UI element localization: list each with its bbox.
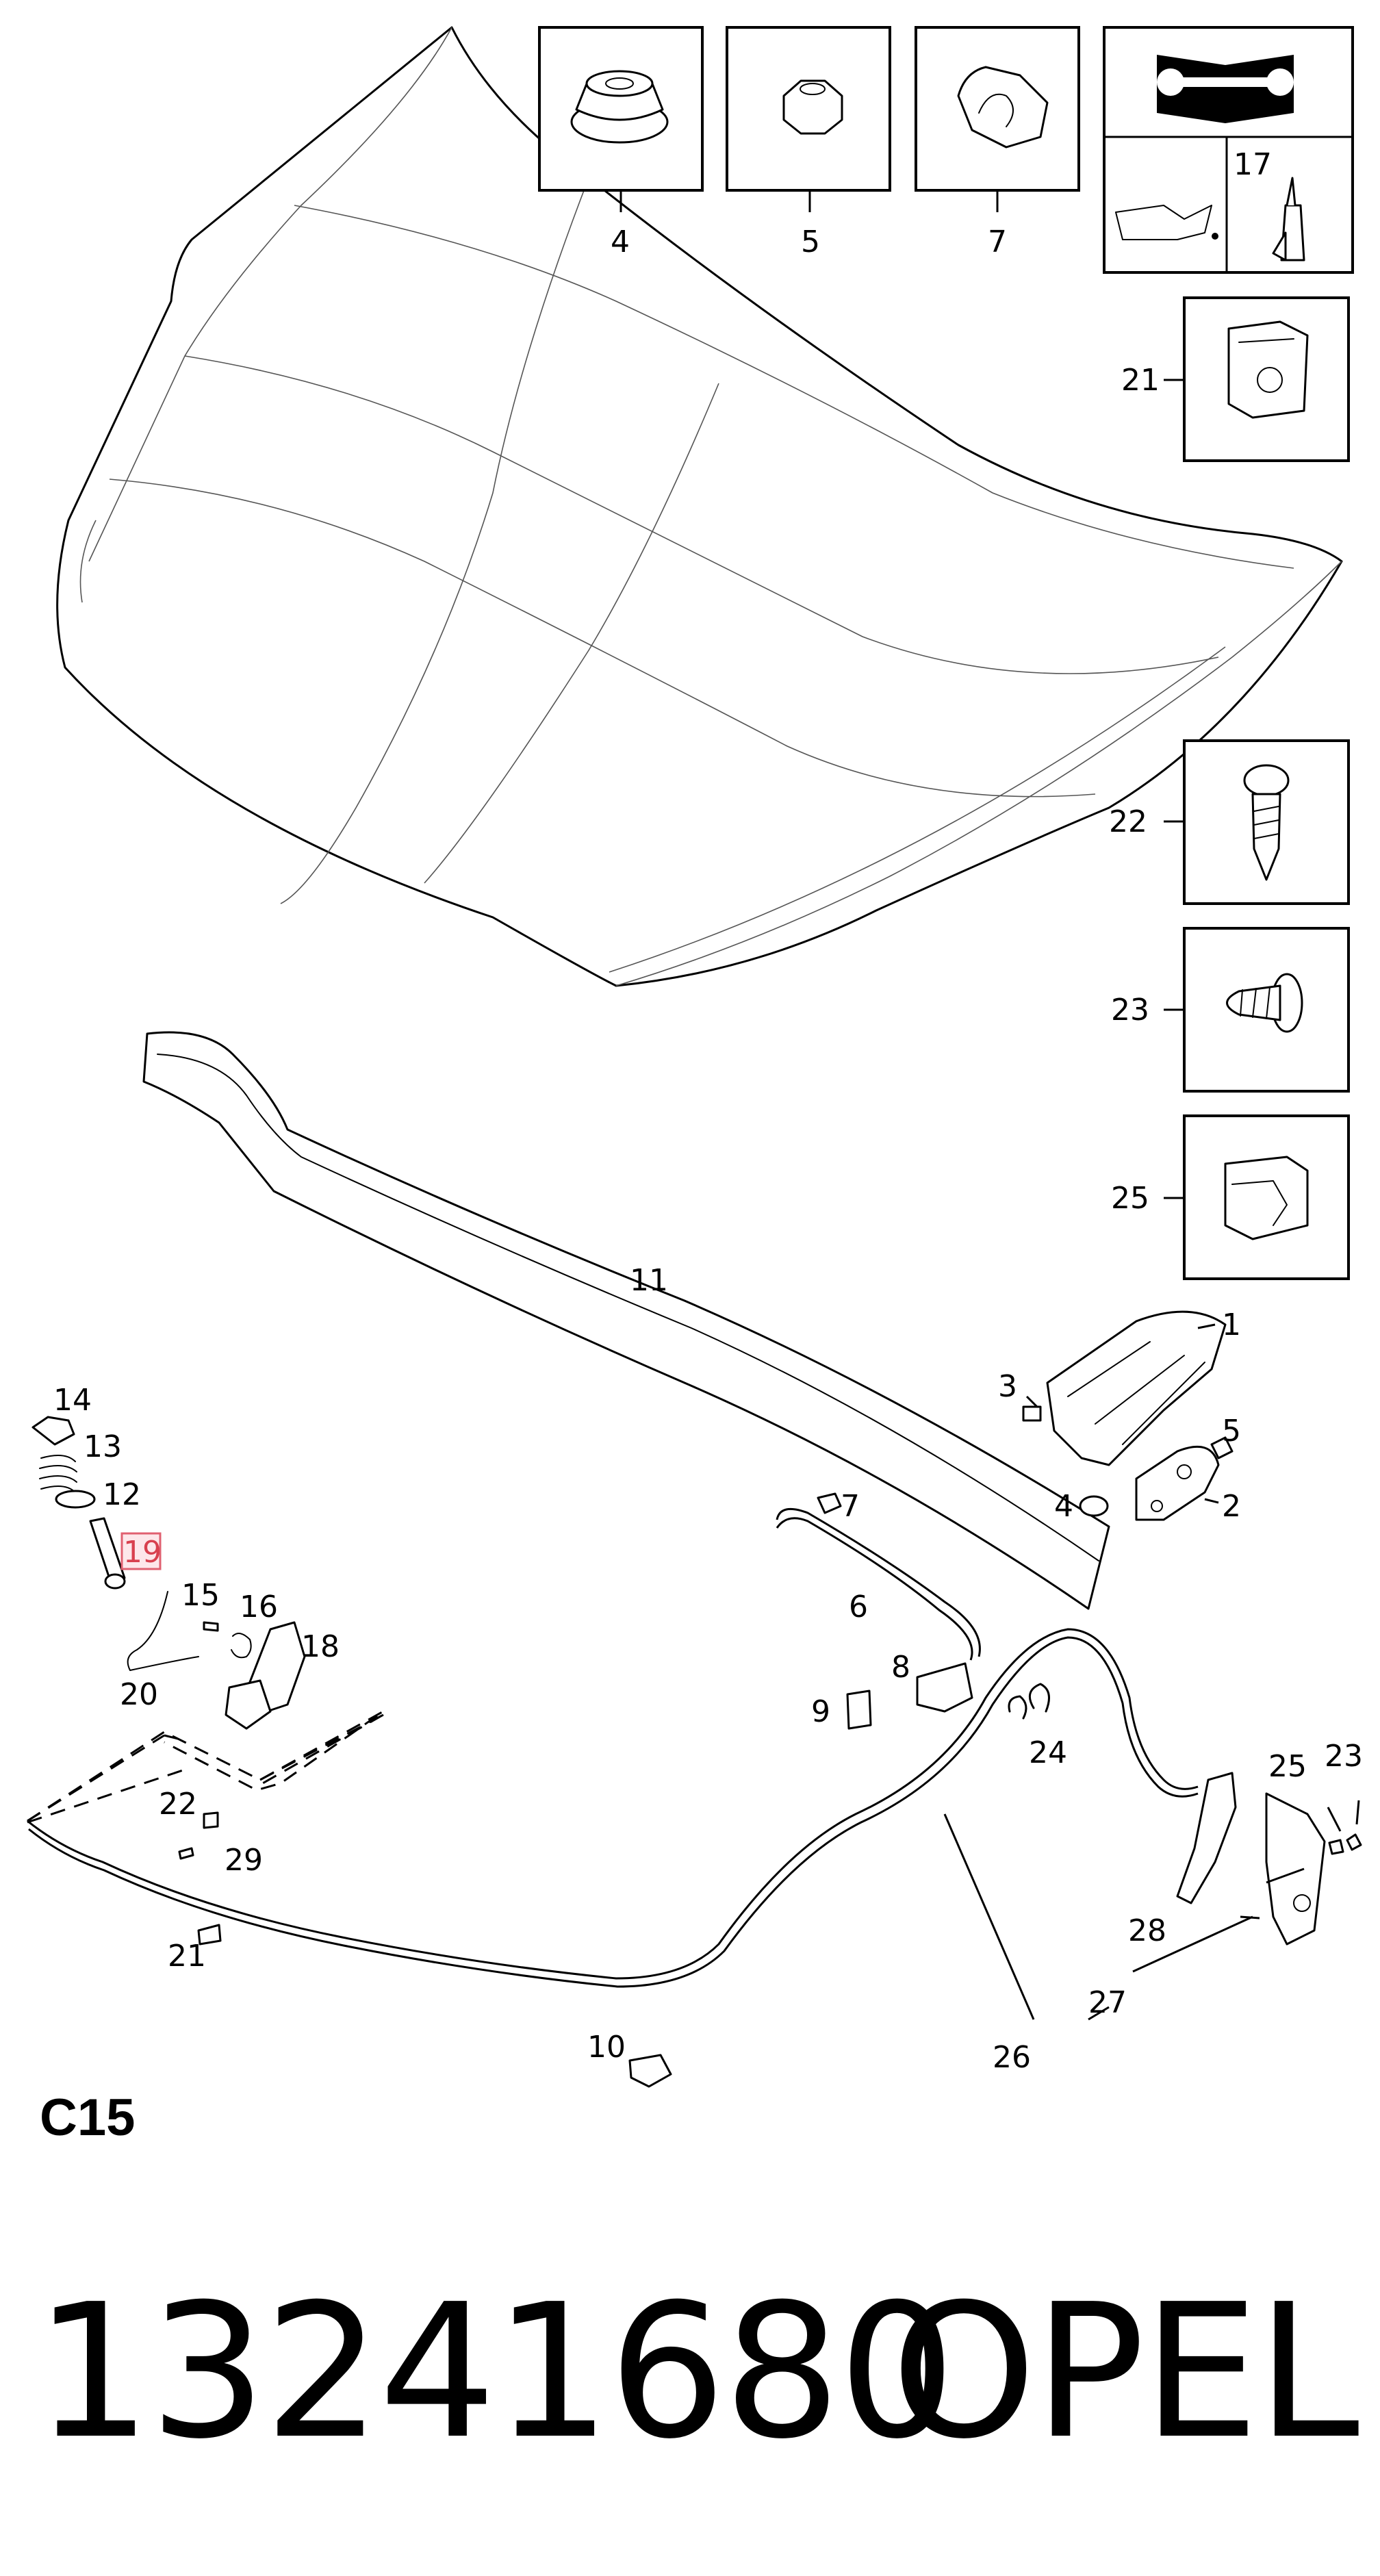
oil-can-icon: [1115, 205, 1218, 240]
callout-19: 19: [123, 1535, 162, 1570]
callout-5: 5: [801, 225, 820, 259]
part-number: 13241680: [34, 2264, 956, 2479]
callout-12: 12: [103, 1477, 141, 1512]
callout-9: 9: [811, 1694, 830, 1729]
callout-4b: 4: [1054, 1489, 1073, 1524]
callout-25: 25: [1268, 1749, 1307, 1784]
callout-13: 13: [84, 1429, 122, 1464]
callout-24: 24: [1029, 1735, 1067, 1770]
callout-6: 6: [849, 1590, 868, 1624]
callout-1: 1: [1222, 1308, 1241, 1342]
inset-box-22: [1164, 739, 1350, 905]
inset-box-21: [1164, 296, 1350, 462]
release-latch: [127, 1591, 306, 1730]
callout-22-box: 22: [1109, 804, 1147, 839]
callout-14: 14: [53, 1383, 92, 1418]
callout-18: 18: [301, 1629, 340, 1664]
hood-lock: [943, 1772, 1362, 2021]
small-fasteners: [203, 1689, 1027, 2088]
callout-10: 10: [587, 2030, 626, 2065]
callout-29: 29: [225, 1843, 263, 1878]
spring-stack: [31, 1416, 126, 1590]
callout-27: 27: [1088, 1985, 1127, 2020]
inset-box-17: [1103, 26, 1354, 274]
callout-5b: 5: [1222, 1414, 1241, 1449]
callout-4: 4: [611, 225, 630, 259]
callout-17-label: 17: [1234, 147, 1272, 182]
callout-21-box: 21: [1121, 363, 1160, 398]
inset-box-23: [1164, 927, 1350, 1093]
callout-16: 16: [240, 1590, 278, 1624]
callout-7: 7: [988, 225, 1007, 259]
section-code: C15: [40, 2089, 136, 2147]
hinge-assembly: [1022, 1310, 1234, 1521]
parts-diagram: 4 5 7 16 17 21 22 23 25 11 1 3 5 4 2 7 6…: [27, 26, 1363, 2088]
brand-name: OPEL: [891, 2264, 1359, 2479]
callout-11: 11: [630, 1263, 668, 1298]
release-cable: [27, 1628, 1199, 1988]
inset-box-7: [915, 26, 1080, 212]
inset-box-25: [1164, 1114, 1350, 1280]
callout-3: 3: [998, 1369, 1017, 1404]
callout-28: 28: [1128, 1913, 1166, 1948]
manual-wrench-icon: [1157, 55, 1294, 123]
callout-26: 26: [993, 2040, 1031, 2075]
callout-23: 23: [1325, 1739, 1363, 1774]
hood-panel: [56, 26, 1343, 987]
callout-22: 22: [159, 1787, 197, 1822]
callout-15: 15: [181, 1578, 220, 1613]
sealant-tube-icon: [1272, 177, 1305, 262]
prop-rod: [776, 1492, 981, 1713]
inset-box-5: [726, 26, 891, 212]
callout-7b: 7: [841, 1489, 860, 1524]
callout-25-box: 25: [1111, 1181, 1149, 1216]
inset-box-4: [538, 26, 704, 212]
highlight-box-19: [120, 1532, 162, 1570]
callout-20: 20: [120, 1677, 158, 1712]
callout-2: 2: [1222, 1489, 1241, 1524]
callout-8: 8: [891, 1650, 910, 1685]
callout-21: 21: [168, 1939, 206, 1974]
callout-23-box: 23: [1111, 993, 1149, 1028]
seal-strip: [142, 1031, 1110, 1610]
